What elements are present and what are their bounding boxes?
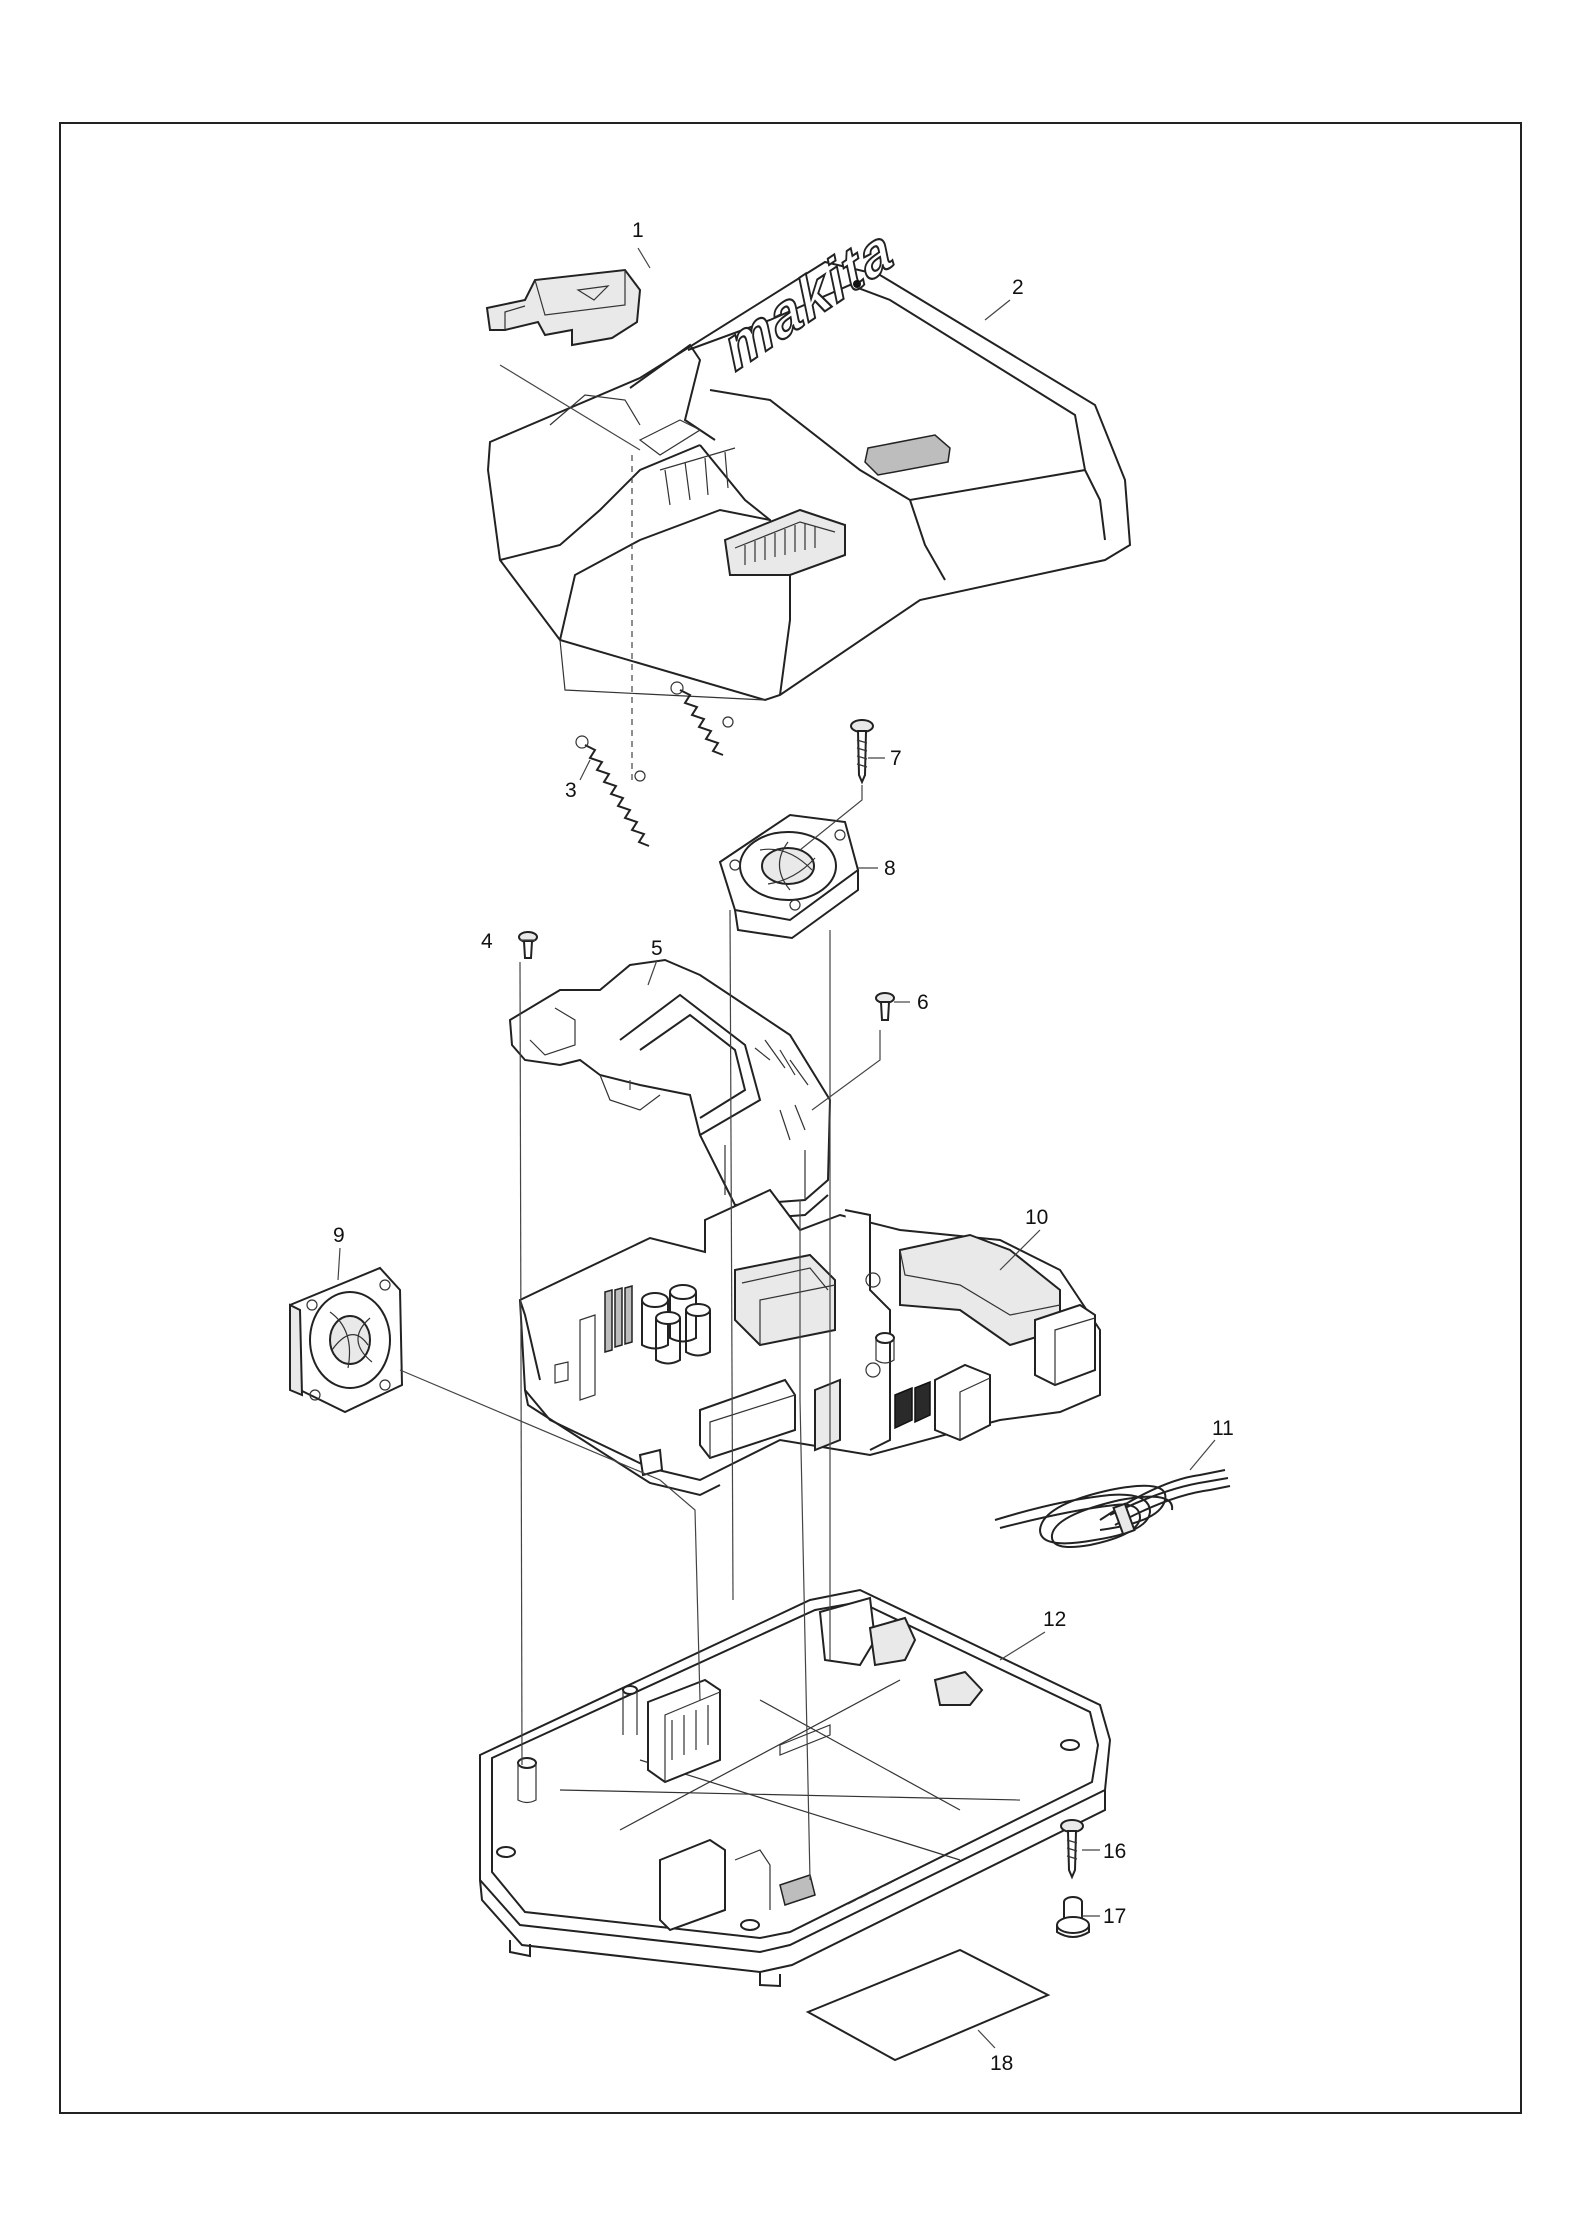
part-4-screw[interactable] [519, 932, 537, 958]
part-6-screw[interactable] [876, 993, 894, 1020]
part-11-cable[interactable] [995, 1470, 1230, 1547]
part-number: 2 [1012, 276, 1024, 299]
part-16-screw[interactable] [1061, 1820, 1083, 1877]
part-number: 5 [651, 937, 663, 960]
part-7-screw[interactable] [851, 720, 873, 782]
part-number: 3 [565, 779, 577, 802]
part-number: 6 [917, 991, 929, 1014]
part-number: 10 [1025, 1206, 1048, 1229]
part-number: 11 [1212, 1417, 1234, 1440]
part-number: 17 [1103, 1905, 1126, 1928]
part-12-base-housing[interactable] [480, 1590, 1110, 1986]
part-1-latch-button[interactable] [487, 270, 640, 345]
part-9-fan[interactable] [290, 1268, 402, 1412]
part-18-label[interactable] [808, 1950, 1048, 2060]
part-3-springs[interactable] [576, 682, 733, 846]
part-8-fan[interactable] [720, 815, 858, 938]
part-number: 18 [990, 2052, 1013, 2075]
part-10-pcb-board[interactable] [520, 1190, 1100, 1495]
part-number: 7 [890, 747, 902, 770]
part-5-inner-frame[interactable] [510, 960, 830, 1220]
part-number: 4 [481, 930, 493, 953]
part-number: 16 [1103, 1840, 1126, 1863]
part-17-foot[interactable] [1057, 1897, 1089, 1937]
part-number: 8 [884, 857, 896, 880]
part-number: 9 [333, 1224, 345, 1247]
part-number: 12 [1043, 1608, 1066, 1631]
part-number: 1 [632, 219, 644, 242]
